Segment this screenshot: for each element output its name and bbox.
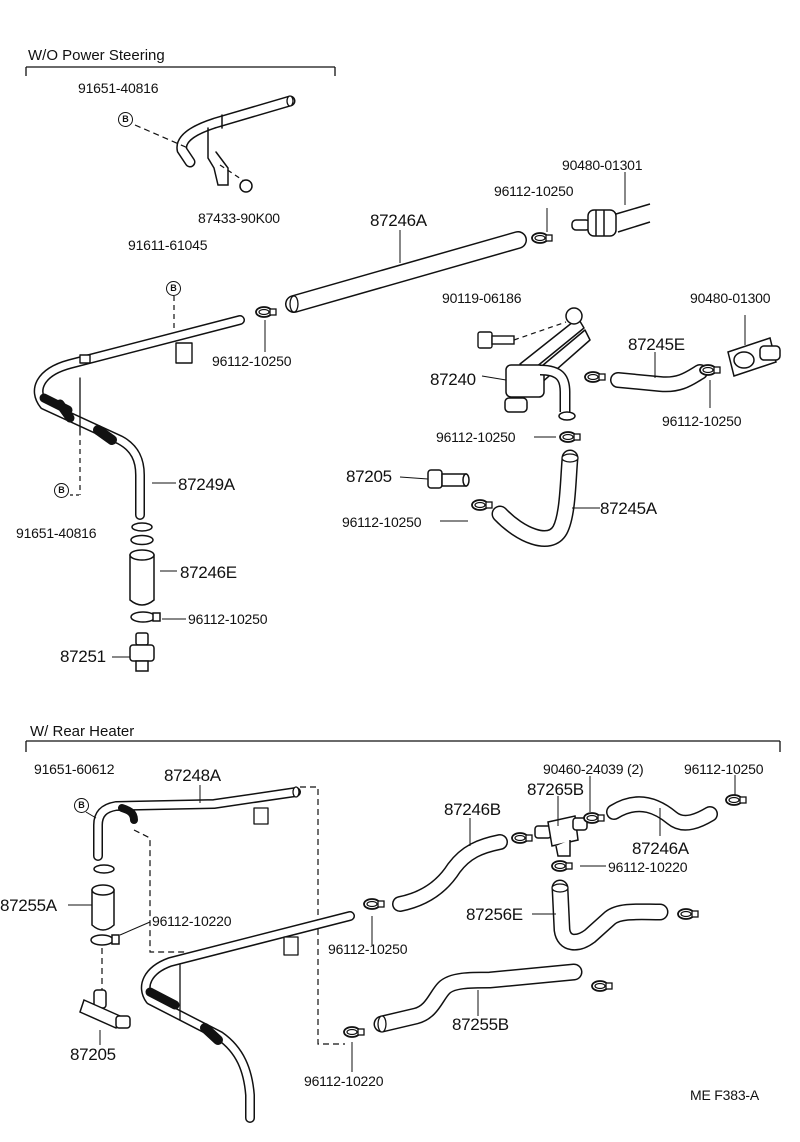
label-96112-10220: 96112-10220 [152, 913, 232, 929]
label-90480-01300: 90480-01300 [690, 290, 771, 306]
bolt-90119-06186 [477, 331, 515, 349]
hose-87245A [491, 449, 579, 547]
hose-87246E [129, 522, 161, 623]
tee-87265B [534, 815, 588, 857]
label-96112-10250: 96112-10250 [436, 429, 516, 445]
hose-87246A-bottom [606, 796, 718, 831]
label-90460-24039: 90460-24039 (2) [543, 761, 644, 777]
hose-87246A-top [285, 231, 527, 313]
label-87205: 87205 [346, 467, 392, 486]
section-bracket-top [25, 66, 336, 76]
pipe-87249A [33, 315, 245, 520]
hose-87245E [610, 364, 708, 393]
label-87265B: 87265B [527, 780, 584, 799]
badge-b-icon: B [54, 483, 69, 498]
pipe-bracket-top [176, 95, 296, 186]
label-96112-10250: 96112-10250 [342, 514, 422, 530]
valve-90480-01301 [571, 203, 651, 237]
label-87245A: 87245A [600, 499, 657, 518]
valve-90480-01300 [727, 337, 781, 377]
label-90480-01301: 90480-01301 [562, 157, 643, 173]
badge-b-icon: B [74, 798, 89, 813]
label-87245E: 87245E [628, 335, 685, 354]
badge-b-icon: B [166, 281, 181, 296]
label-96112-10250: 96112-10250 [328, 941, 408, 957]
fitting-87205-bottom [79, 989, 131, 1030]
label-96112-10250: 96112-10250 [684, 761, 764, 777]
label-96112-10220: 96112-10220 [304, 1073, 384, 1089]
label-96112-10250: 96112-10250 [662, 413, 742, 429]
label-87248A: 87248A [164, 766, 221, 785]
label-87255A: 87255A [0, 896, 57, 915]
section-title-with-rear-heater: W/ Rear Heater [30, 723, 135, 740]
label-96112-10250: 96112-10250 [188, 611, 268, 627]
footer-figure-code: ME F383-A [690, 1087, 759, 1103]
label-87256E: 87256E [466, 905, 523, 924]
label-87251: 87251 [60, 647, 106, 666]
label-90119-06186: 90119-06186 [442, 290, 522, 306]
badge-b-icon: B [118, 112, 133, 127]
label-87255B: 87255B [452, 1015, 509, 1034]
grommet-87433 [239, 179, 253, 193]
label-87240: 87240 [430, 370, 476, 389]
hose-87255A [90, 864, 120, 946]
section-bracket-bottom [25, 740, 781, 752]
label-91611-61045: 91611-61045 [128, 237, 208, 253]
label-87246E: 87246E [180, 563, 237, 582]
hose-87256E [551, 879, 669, 951]
label-87246A: 87246A [370, 211, 427, 230]
label-87249A: 87249A [178, 475, 235, 494]
valve-87240 [504, 307, 591, 421]
section-title-without-power-steering: W/O Power Steering [28, 47, 165, 64]
label-91651-40816-bottom: 91651-40816 [16, 525, 97, 541]
fitting-87251 [129, 632, 155, 672]
pipe-bottom-left [140, 911, 355, 1123]
label-91651-40816-top: 91651-40816 [78, 80, 159, 96]
label-96112-10220: 96112-10220 [608, 859, 688, 875]
pipe-87248A [93, 786, 301, 861]
hose-87255B [373, 963, 583, 1033]
label-96112-10250: 96112-10250 [494, 183, 574, 199]
label-87246A-bottom: 87246A [632, 839, 689, 858]
label-87205-bottom: 87205 [70, 1045, 116, 1064]
label-96112-10250: 96112-10250 [212, 353, 292, 369]
label-87433-90K00: 87433-90K00 [198, 210, 280, 226]
label-91651-60612: 91651-60612 [34, 761, 115, 777]
fitting-87205-top [427, 469, 470, 489]
hose-87246B [392, 834, 508, 912]
label-87246B: 87246B [444, 800, 501, 819]
